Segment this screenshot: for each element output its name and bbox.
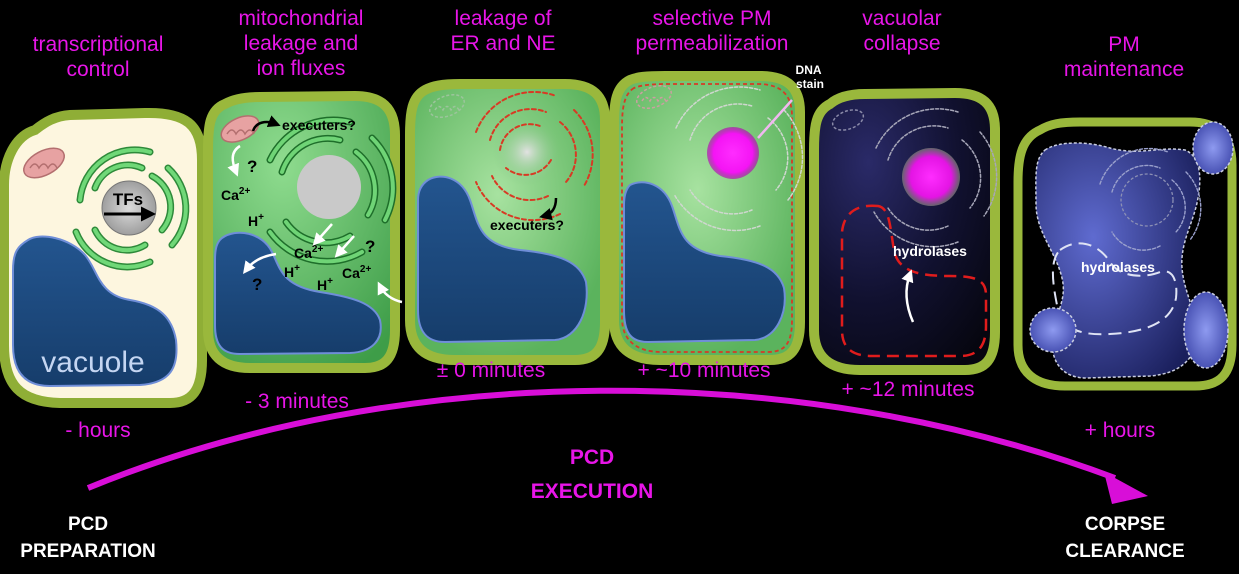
stage-time-pm-permeabilization: + ~10 minutes xyxy=(637,359,771,382)
nucleus xyxy=(101,180,157,236)
stage-title-vacuolar-collapse: vacuolar collapse xyxy=(862,7,942,55)
calcium-ion: Ca2+ xyxy=(294,244,323,261)
extracellular-vesicle xyxy=(1029,307,1077,353)
pcd-timeline-arrow xyxy=(86,387,1117,491)
leaky-mitochondrion xyxy=(635,85,673,109)
stage-title-pm-permeabilization: selective PM permeabilization xyxy=(635,7,789,55)
proton: H+ xyxy=(248,212,264,229)
phase-corpse-clearance: CORPSE CLEARANCE xyxy=(1065,514,1185,562)
tfs-label: TFs xyxy=(113,190,143,209)
executer-release-arrow xyxy=(539,197,558,221)
executers-label: executers? xyxy=(490,217,564,233)
phase-pcd-execution: PCD EXECUTION xyxy=(530,446,654,503)
plasma-membrane-permeabilized xyxy=(621,83,793,353)
nucleus-remnant xyxy=(1120,173,1174,227)
stage-time-mitochondrial-leakage: - 3 minutes xyxy=(245,390,349,413)
calcium-flux-arrow xyxy=(312,223,333,246)
proton: H+ xyxy=(317,276,333,293)
stage-time-er-ne-leakage: ± 0 minutes xyxy=(436,359,546,382)
stage-title-pm-maintenance: PM maintenance xyxy=(1063,33,1185,81)
calcium-influx-arrow xyxy=(377,281,403,304)
cell-transcriptional-control: vacuole TFs xyxy=(0,107,207,408)
stage-time-pm-maintenance: + hours xyxy=(1084,419,1156,442)
stage-time-transcriptional-control: - hours xyxy=(65,419,131,442)
cell-mitochondrial-leakage: executers? ? Ca2+ H+ Ca2+ H+ ? H+ Ca2+ ? xyxy=(203,90,403,373)
leaky-endoplasmic-reticulum xyxy=(673,86,804,232)
cell-pm-maintenance: hydrolases xyxy=(1013,117,1237,391)
calcium-ion: Ca2+ xyxy=(342,264,371,281)
hydrolase-release-arrow xyxy=(901,269,915,323)
dna-stain-nucleus xyxy=(707,127,759,179)
dna-stain-label-line: stain xyxy=(796,77,824,91)
stage-title-transcriptional-control: transcriptional control xyxy=(32,33,164,81)
dna-stain-label: DNA stain xyxy=(796,63,825,91)
proton-flux-arrow xyxy=(242,252,277,274)
extracellular-vesicle xyxy=(1192,121,1234,175)
question-mark: ? xyxy=(365,237,375,256)
vacuole-label: vacuole xyxy=(41,346,144,379)
pcd-timeline-arrowhead xyxy=(1104,472,1148,504)
stage-title-er-ne-leakage: leakage of ER and NE xyxy=(450,7,556,55)
vacuole-shape xyxy=(417,175,588,344)
leaky-endoplasmic-reticulum xyxy=(475,91,594,222)
dna-stain-pointer xyxy=(757,99,793,139)
executers-label: executers? xyxy=(282,117,356,133)
leaky-endoplasmic-reticulum xyxy=(873,108,998,248)
leaky-endoplasmic-reticulum xyxy=(1099,147,1202,251)
tonoplast-ruptured xyxy=(840,204,988,358)
phase-pcd-preparation: PCD PREPARATION xyxy=(20,514,156,562)
cell-er-ne-leakage: executers? xyxy=(405,79,610,365)
mitochondrion xyxy=(220,115,260,143)
vacuole-shape xyxy=(623,181,786,344)
cell-pm-permeabilization: DNA stain xyxy=(609,63,825,365)
cell-wall xyxy=(809,87,1000,375)
calcium-release-arrow xyxy=(227,144,241,177)
question-mark: ? xyxy=(247,157,257,176)
dna-stain-nucleus xyxy=(902,148,960,206)
proton: H+ xyxy=(284,263,300,280)
vacuole-shape xyxy=(12,235,178,388)
mitochondrion xyxy=(23,147,65,179)
cell-vacuolar-collapse: hydrolases xyxy=(809,87,1000,375)
question-mark: ? xyxy=(252,275,262,294)
executer-arrow xyxy=(251,115,281,132)
nucleus xyxy=(297,155,361,219)
calcium-flux-arrow xyxy=(334,235,355,258)
extracellular-vesicle xyxy=(1183,291,1229,369)
leaky-mitochondrion xyxy=(831,109,865,131)
endoplasmic-reticulum xyxy=(72,146,190,271)
hydrolases-label: hydrolases xyxy=(893,243,967,259)
vacuole-shape xyxy=(214,231,382,356)
hydrolases-label: hydrolases xyxy=(1081,259,1155,275)
stage-title-mitochondrial-leakage: mitochondrial leakage and ion fluxes xyxy=(238,7,364,80)
calcium-ion: Ca2+ xyxy=(221,186,250,203)
stage-time-vacuolar-collapse: + ~12 minutes xyxy=(841,378,975,401)
